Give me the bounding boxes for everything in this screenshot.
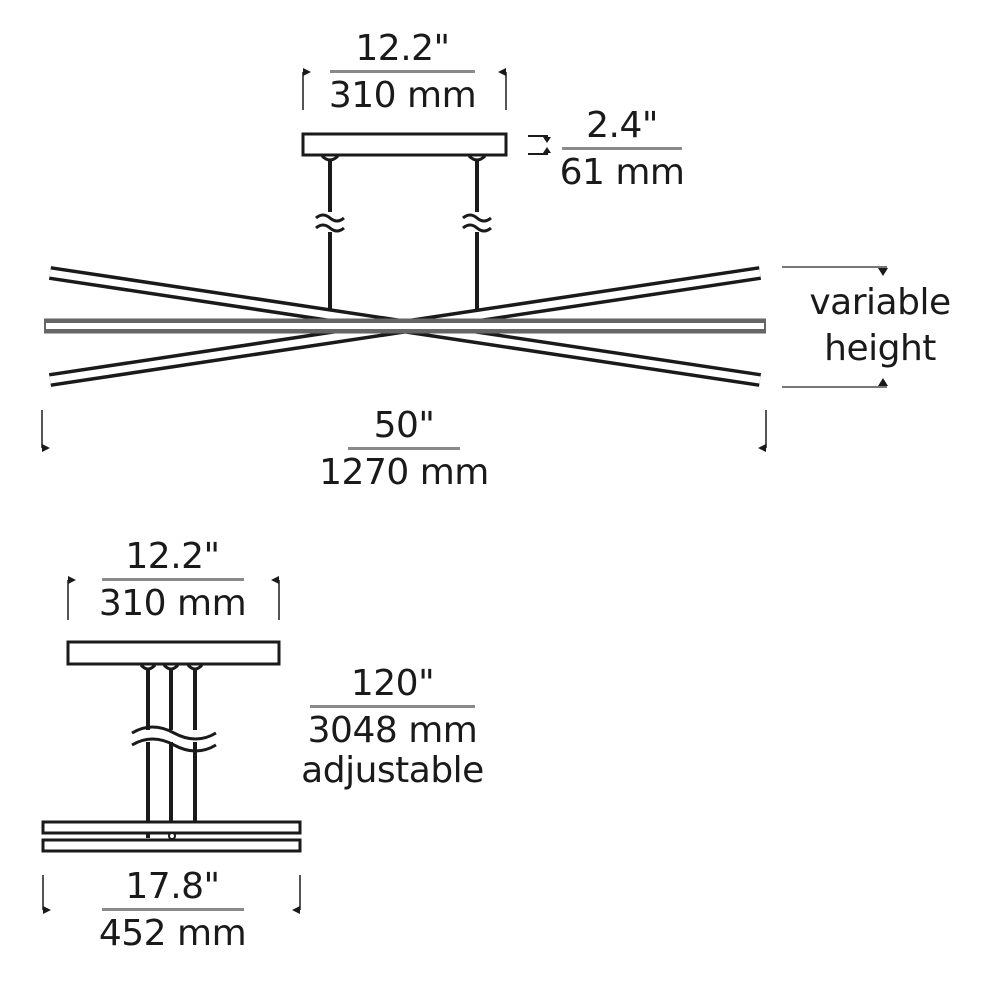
overall-width-dimension: [41, 410, 767, 452]
suspension-length-note: adjustable: [301, 750, 484, 791]
fraction-divider: [562, 147, 682, 150]
variable-height-line1: variable: [809, 282, 951, 323]
overall-width-label: 50" 1270 mm: [319, 405, 489, 492]
front-view: [41, 68, 888, 452]
side-cable-break-symbol: [131, 725, 217, 753]
variable-height-dimension: [782, 266, 888, 388]
canopy-height-imperial: 2.4": [586, 105, 658, 146]
overall-width-metric: 1270 mm: [319, 452, 489, 493]
canopy: [301, 132, 508, 157]
suspension-length-metric: 3048 mm: [307, 710, 478, 751]
side-canopy-width-imperial: 12.2": [125, 536, 220, 577]
canopy-height-metric: 61 mm: [559, 152, 685, 193]
variable-height-label: variable height: [805, 280, 955, 372]
side-view: [41, 576, 302, 914]
fixture-depth-metric: 452 mm: [98, 913, 247, 954]
canopy-width-dimension: [302, 68, 507, 110]
side-light-bars: [41, 820, 302, 853]
fraction-divider: [330, 70, 475, 73]
canopy-height-dimension: [528, 135, 551, 155]
side-canopy: [66, 640, 281, 666]
suspension-length-imperial: 120": [350, 663, 435, 704]
canopy-width-metric: 310 mm: [328, 75, 477, 116]
side-canopy-width-label: 12.2" 310 mm: [98, 536, 247, 624]
suspension-cables: [320, 154, 487, 310]
canopy-height-label: 2.4" 61 mm: [559, 105, 685, 193]
side-canopy-width-dimension: [67, 576, 280, 620]
side-canopy-width-metric: 310 mm: [98, 583, 247, 624]
fraction-divider: [310, 705, 475, 708]
suspension-length-label: 120" 3048 mm adjustable: [300, 665, 485, 790]
fraction-divider: [101, 578, 244, 581]
front-canopy-width-label: 12.2" 310 mm: [328, 28, 477, 116]
overall-width-imperial: 50": [373, 405, 435, 446]
cable-break-symbols: [315, 213, 492, 233]
canopy-width-imperial: 12.2": [355, 28, 450, 69]
fixture-depth-imperial: 17.8": [125, 866, 220, 907]
fixture-depth-label: 17.8" 452 mm: [98, 866, 247, 954]
fraction-divider: [101, 908, 244, 911]
fraction-divider: [348, 447, 460, 450]
variable-height-line2: height: [824, 328, 936, 369]
fixture-depth-dimension: [42, 875, 301, 914]
light-bars: [44, 266, 766, 387]
